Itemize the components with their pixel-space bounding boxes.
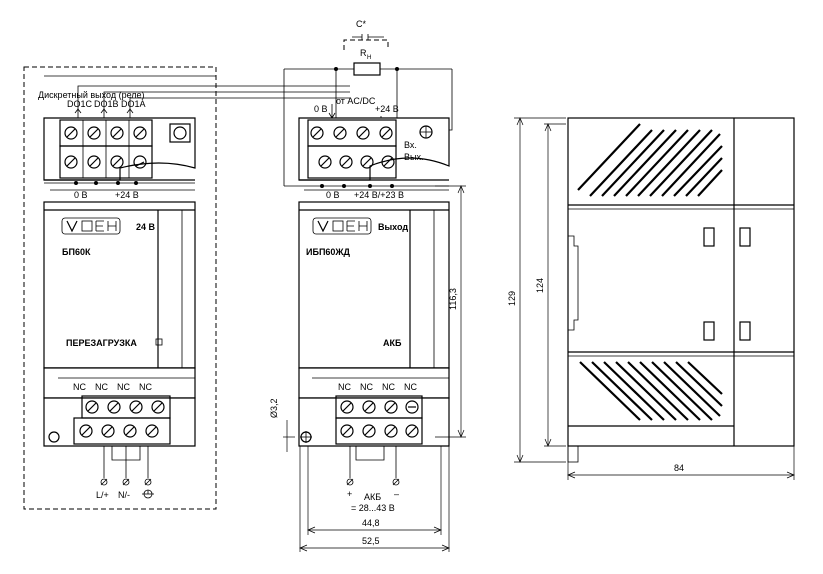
- ibp-model: ИБП60ЖД: [306, 247, 351, 257]
- side-view: 129 124 84: [507, 117, 795, 480]
- akb-voltage-label: = 28...43 В: [351, 503, 395, 513]
- ibp-nc-3: NC: [382, 382, 395, 392]
- dim-width-52: 52,5: [362, 536, 380, 546]
- out-label: Вых.: [404, 152, 423, 162]
- ground-icon: [142, 489, 154, 499]
- bp60k-nc-3: NC: [117, 382, 130, 392]
- dim-height-116: 116,3: [448, 288, 458, 310]
- l-label: L/+: [96, 490, 109, 500]
- ibp-nc-1: NC: [338, 382, 351, 392]
- hole-dim: Ø3,2: [269, 398, 279, 418]
- do1b-label: DO1B: [94, 99, 119, 109]
- ibp-nc-4: NC: [404, 382, 417, 392]
- n-label: N/-: [118, 490, 130, 500]
- ibp60-unit: C* R Н 0 В от AC/DC +24 В Вх.: [269, 19, 466, 552]
- do1a-label: DO1A: [121, 99, 146, 109]
- ibp-akb: АКБ: [383, 338, 402, 348]
- bp60k-nc-1: NC: [73, 382, 86, 392]
- dashed-boundary: [23, 66, 217, 510]
- wiring: [44, 75, 350, 110]
- bp60k-overload: ПЕРЕЗАГРУЗКА: [66, 338, 137, 348]
- dout-title: Дискретный выход (реле): [38, 90, 145, 100]
- bp60k-model: БП60К: [62, 247, 91, 257]
- bp60k-nc-4: NC: [139, 382, 152, 392]
- akb-bottom-label: АКБ: [364, 492, 381, 502]
- owen-logo-icon: [61, 217, 121, 235]
- ibp-top-0v: 0 В: [314, 104, 328, 114]
- ibp-exit: Выход: [378, 222, 408, 232]
- bp60k-nc-2: NC: [95, 382, 108, 392]
- res-sub: Н: [367, 55, 371, 61]
- dim-total-height: 129: [507, 291, 517, 306]
- in-label: Вх.: [404, 140, 417, 150]
- plus-label: +: [347, 489, 352, 499]
- bus-0v-label: 0 В: [74, 190, 88, 200]
- cap-label: C*: [356, 19, 366, 29]
- do1c-label: DO1C: [67, 99, 93, 109]
- bus-24v-label: +24 В: [115, 190, 139, 200]
- dim-width-44: 44,8: [362, 518, 380, 528]
- bp60k-unit: Дискретный выход (реле) DO1C DO1B DO1A: [23, 66, 217, 510]
- owen-logo-icon: [312, 217, 372, 235]
- ibp-nc-2: NC: [360, 382, 373, 392]
- ibp-top-24v: +24 В: [375, 104, 399, 114]
- res-label: R: [360, 48, 367, 58]
- from-acdc: от AC/DC: [336, 96, 376, 106]
- ibp-bus-0v: 0 В: [326, 190, 340, 200]
- dim-body-height: 124: [535, 278, 545, 293]
- ibp-bus-24v: +24 В/+23 В: [354, 190, 404, 200]
- minus-label: –: [394, 489, 399, 499]
- bp60k-voltage: 24 В: [136, 222, 156, 232]
- dim-depth: 84: [674, 463, 684, 473]
